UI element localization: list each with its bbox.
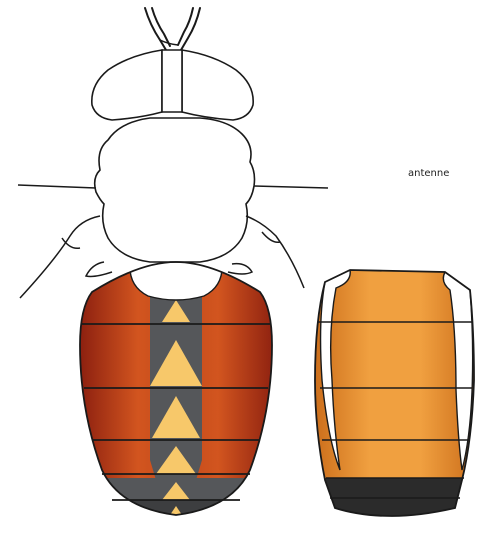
left-head-plate: [92, 50, 162, 120]
right-head-plate: [182, 50, 253, 120]
head-plates: [92, 50, 253, 120]
left-abdomen: [78, 258, 278, 520]
left-mid-leg: [20, 216, 100, 298]
right-mid-leg: [246, 216, 304, 288]
head-center: [162, 50, 182, 112]
left-hind-joint: [86, 262, 112, 277]
left-front-leg: [18, 185, 96, 188]
antennae: [145, 8, 200, 50]
right-hind-joint: [228, 264, 252, 274]
left-antenna-outer: [145, 8, 166, 50]
antenna-label: antenne: [408, 168, 449, 179]
right-antenna-inner: [178, 8, 193, 45]
right-abdomen: [310, 265, 480, 525]
thorax: [95, 118, 255, 262]
right-front-leg: [254, 186, 328, 188]
